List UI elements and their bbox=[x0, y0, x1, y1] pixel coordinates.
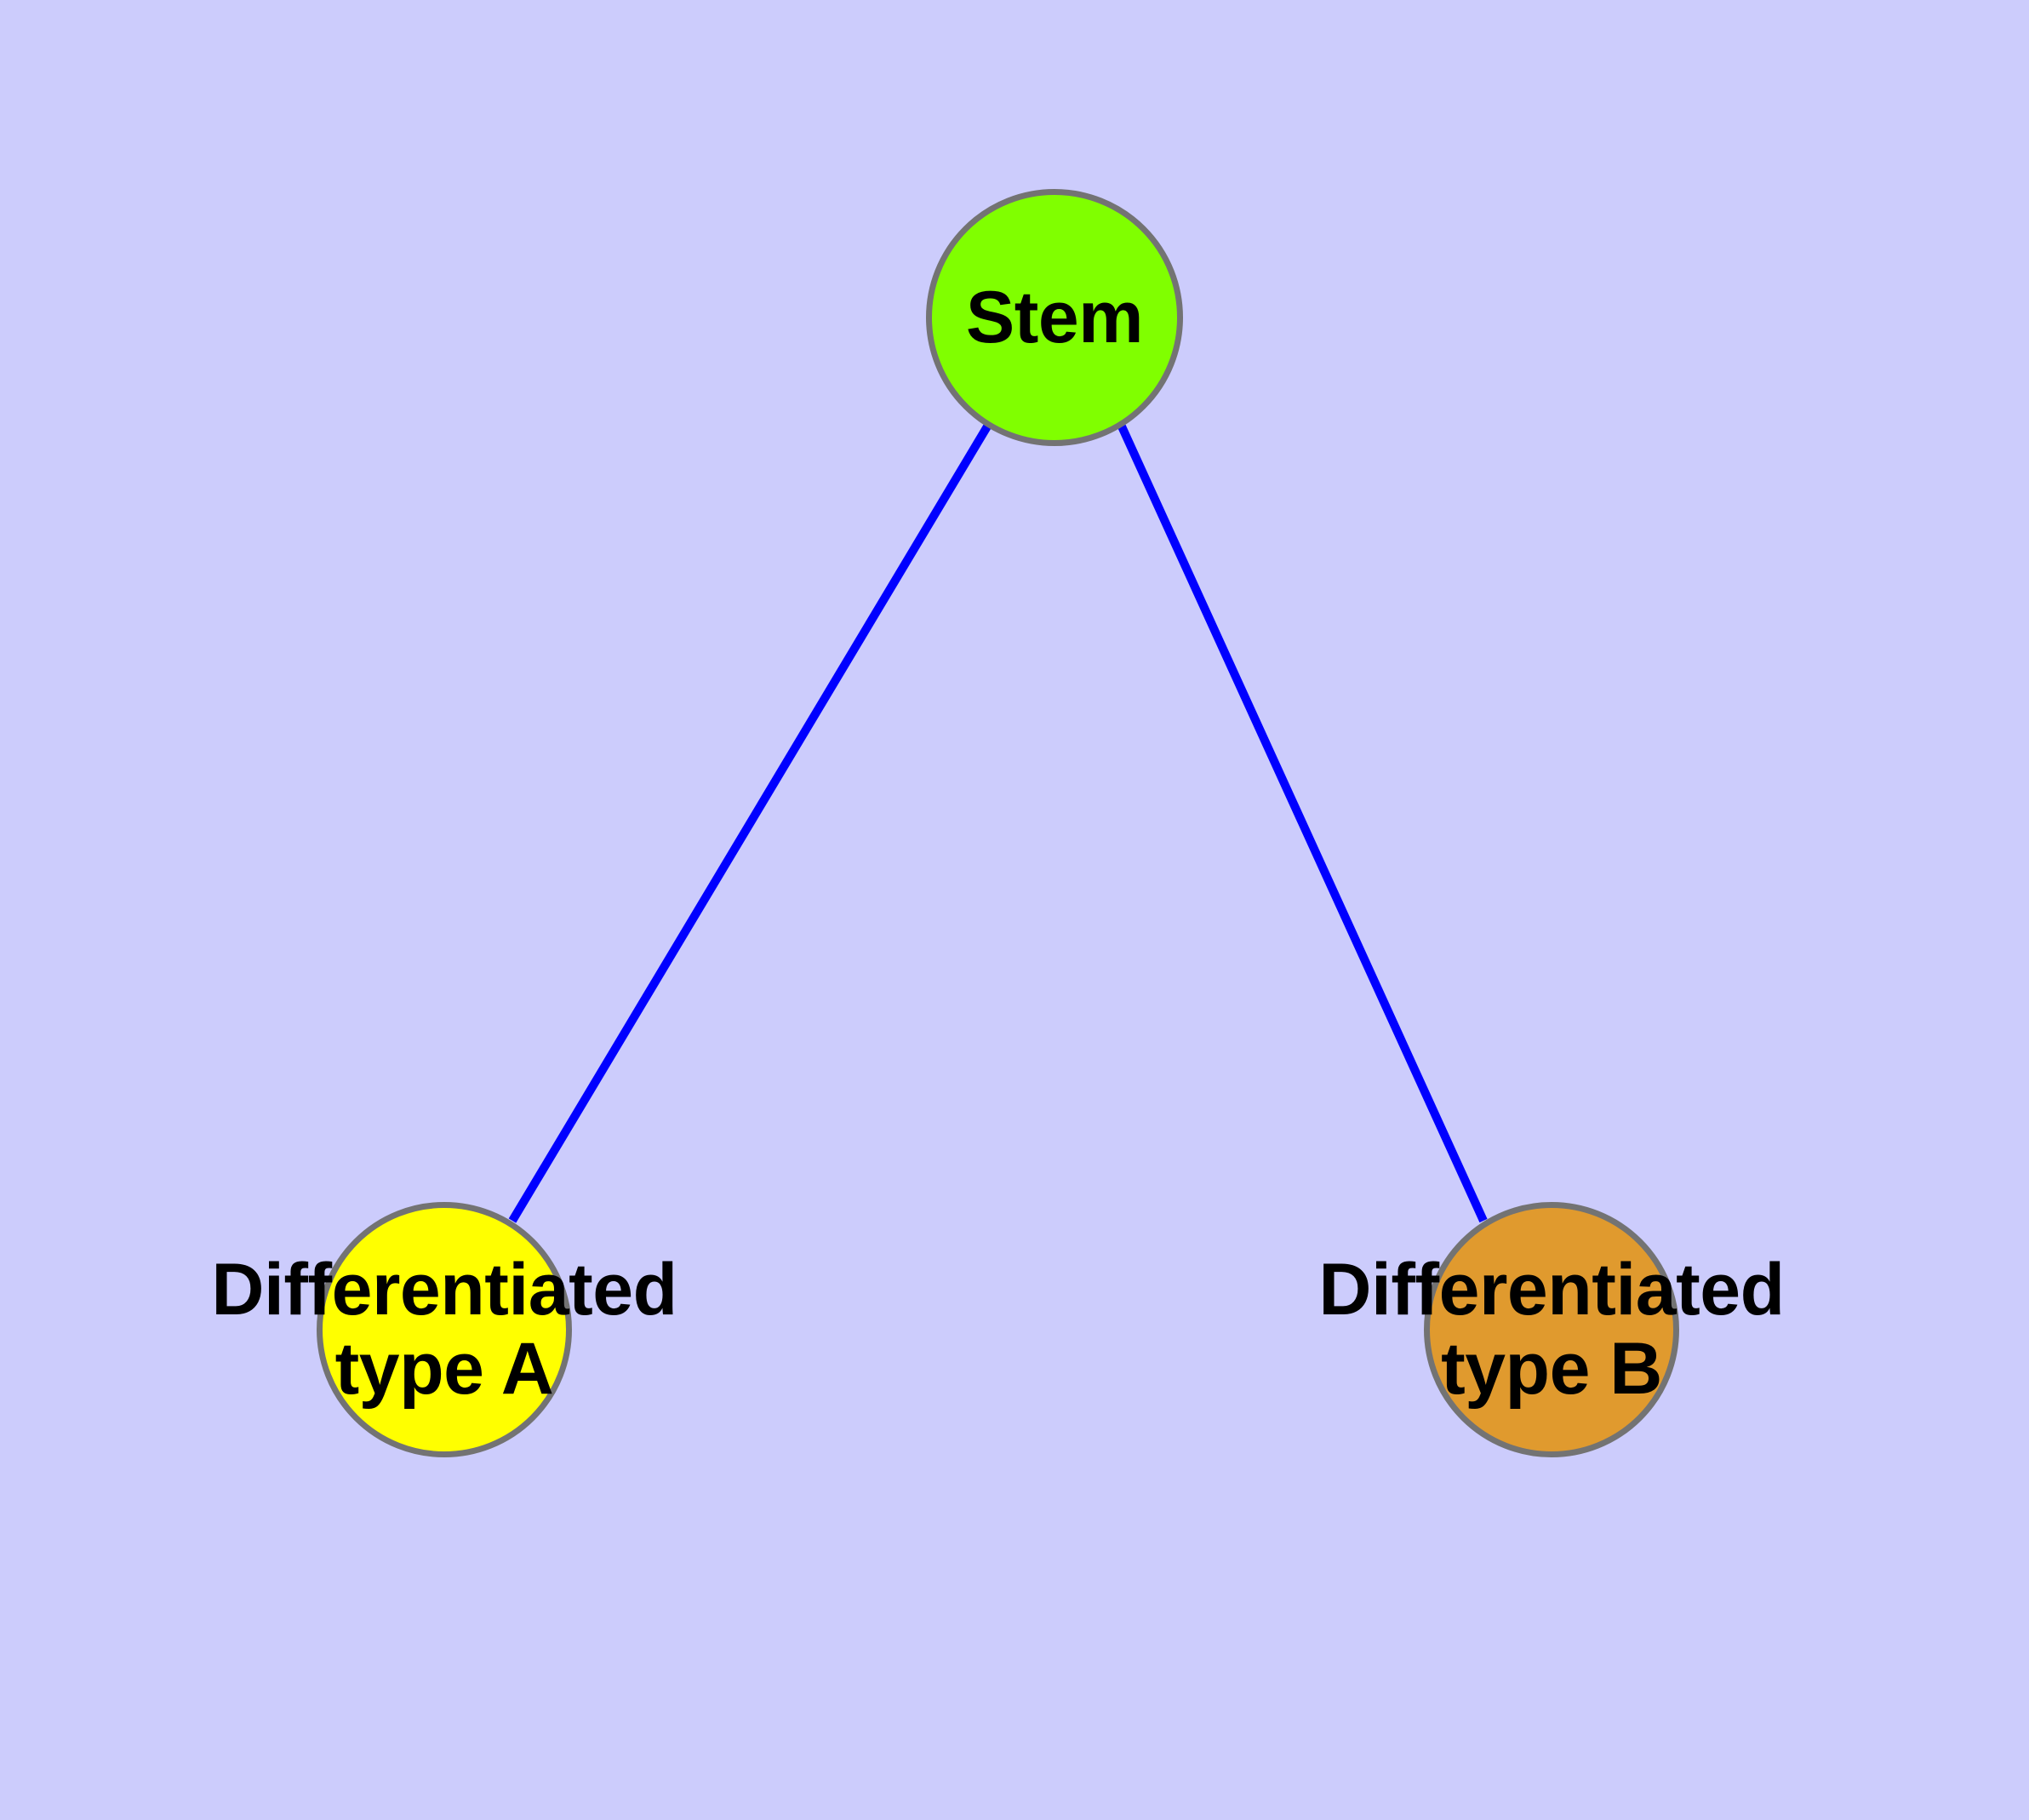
node-differentiated-type-a[interactable] bbox=[317, 1202, 572, 1457]
node-stem[interactable] bbox=[926, 189, 1183, 446]
edge-stem-differentiated-type-a bbox=[508, 424, 992, 1223]
edge-stem-differentiated-type-b bbox=[1117, 424, 1488, 1223]
node-differentiated-type-b[interactable] bbox=[1424, 1202, 1679, 1457]
